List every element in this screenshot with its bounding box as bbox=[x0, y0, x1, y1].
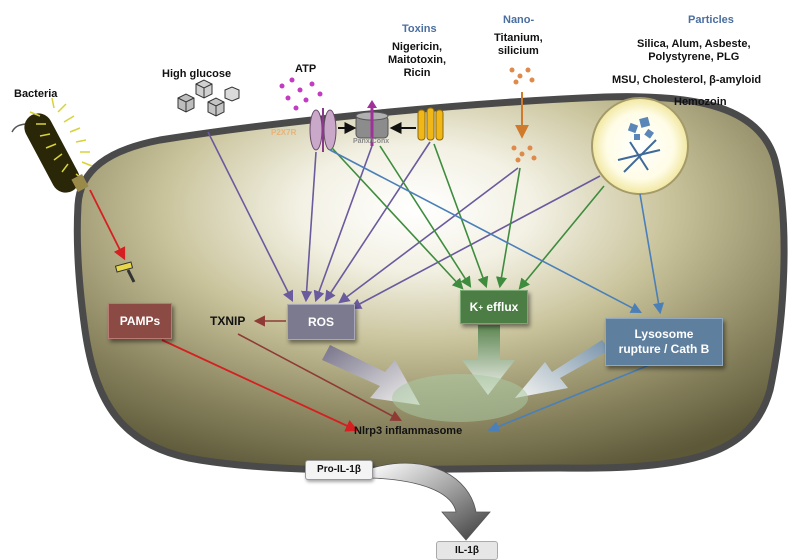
pamp-fragment-icon bbox=[114, 261, 136, 283]
il1b-secretion-arrow bbox=[371, 462, 491, 541]
cell-membrane bbox=[73, 93, 788, 474]
ros-input-arrows bbox=[207, 131, 601, 310]
k-efflux-sup: + bbox=[478, 302, 483, 312]
il1b-label: IL-1β bbox=[436, 541, 498, 560]
particles-line2: MSU, Cholesterol, β-amyloid bbox=[612, 74, 762, 86]
nano-list: Titanium, silicium bbox=[494, 32, 543, 57]
pannexin-channel-icon bbox=[355, 100, 389, 146]
p2x7r-label: P2X7R bbox=[271, 128, 297, 137]
p2x7r-channel-icon bbox=[309, 108, 337, 152]
nanoparticle-dots-icon bbox=[509, 67, 537, 163]
pro-il1b-label: Pro-IL-1β bbox=[305, 460, 373, 480]
k-efflux-input-arrows bbox=[331, 143, 605, 290]
panx-label: Panx/Conx bbox=[353, 138, 390, 145]
bacteria-icon bbox=[11, 97, 93, 193]
convergence-glow bbox=[392, 374, 528, 422]
txnip-label: TXNIP bbox=[210, 314, 246, 328]
crystal-icon bbox=[617, 139, 661, 173]
txnip-arrows bbox=[237, 315, 402, 422]
nlrp3-label: Nlrp3 inflammasome bbox=[354, 425, 463, 437]
particles-title: Particles bbox=[688, 14, 734, 26]
lysosome-big-arrow bbox=[515, 340, 610, 398]
glucose-cubes-icon bbox=[177, 79, 240, 117]
ros-big-arrow bbox=[322, 345, 420, 405]
particles-line3: Hemozoin bbox=[674, 96, 727, 108]
ros-node: ROS bbox=[287, 304, 355, 340]
lysosome-input-arrows bbox=[329, 149, 665, 432]
pamps-node: PAMPs bbox=[108, 303, 172, 339]
particles-line1: Silica, Alum, Asbeste, Polystyrene, PLG bbox=[637, 38, 751, 63]
atp-label: ATP bbox=[295, 63, 317, 75]
atp-dots-icon bbox=[279, 77, 323, 111]
toxins-list: Nigericin, Maitotoxin, Ricin bbox=[388, 41, 447, 79]
lysosome-circle bbox=[591, 97, 689, 195]
pamps-arrows bbox=[89, 189, 359, 432]
k-efflux-node: K+ efflux bbox=[460, 290, 528, 324]
toxin-channel-icon bbox=[417, 107, 444, 141]
bacteria-label: Bacteria bbox=[14, 88, 58, 100]
k-efflux-k: K bbox=[469, 300, 479, 314]
k-efflux-suffix: efflux bbox=[483, 300, 519, 314]
lysosome-node: Lysosome rupture / Cath B bbox=[605, 318, 723, 366]
nano-title: Nano- bbox=[503, 14, 535, 26]
toxins-title: Toxins bbox=[402, 23, 437, 35]
particle-cluster-icon bbox=[627, 116, 654, 140]
high-glucose-label: High glucose bbox=[162, 68, 232, 80]
